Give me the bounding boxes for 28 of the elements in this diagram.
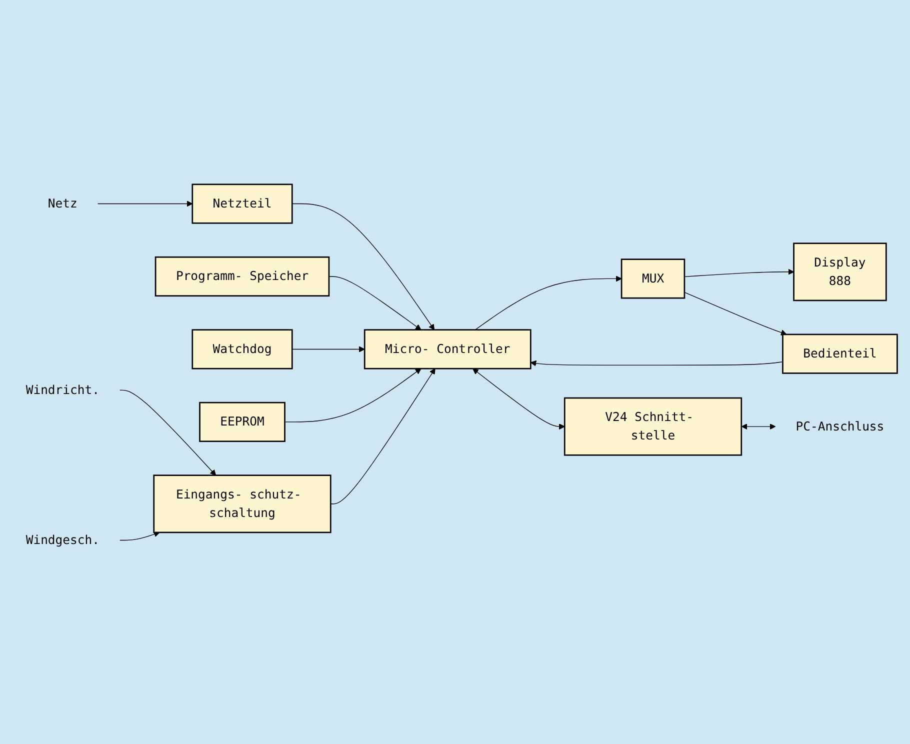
arrow bbox=[328, 276, 422, 330]
node-text: Windricht. bbox=[26, 383, 100, 398]
arrow bbox=[120, 390, 216, 476]
arrow bbox=[292, 203, 435, 330]
node-text: Windgesch. bbox=[26, 533, 100, 548]
arrow bbox=[284, 368, 422, 422]
node-text: PC-Anschluss bbox=[796, 419, 884, 434]
arrow bbox=[472, 368, 565, 430]
node-box: EEPROM bbox=[199, 402, 286, 442]
arrow bbox=[330, 368, 436, 504]
node-box: Programm- Speicher bbox=[154, 256, 330, 297]
node-box: Watchdog bbox=[192, 329, 293, 370]
arrow bbox=[530, 360, 784, 366]
arrow bbox=[684, 268, 794, 277]
node-box: Micro- Controller bbox=[364, 329, 532, 370]
node-box: MUX bbox=[620, 258, 686, 299]
arrow bbox=[684, 292, 787, 336]
arrow bbox=[474, 276, 622, 330]
node-box: Bedienteil bbox=[782, 334, 898, 374]
node-box: V24 Schnitt- stelle bbox=[564, 397, 742, 456]
node-box: Netzteil bbox=[192, 184, 293, 224]
arrow bbox=[741, 424, 776, 430]
node-text: Netz bbox=[48, 196, 78, 211]
node-box: Eingangs- schutz- schaltung bbox=[153, 474, 332, 534]
node-box: Display 888 bbox=[793, 242, 887, 302]
arrow bbox=[97, 200, 193, 207]
arrow bbox=[120, 531, 160, 541]
arrow bbox=[292, 346, 365, 352]
